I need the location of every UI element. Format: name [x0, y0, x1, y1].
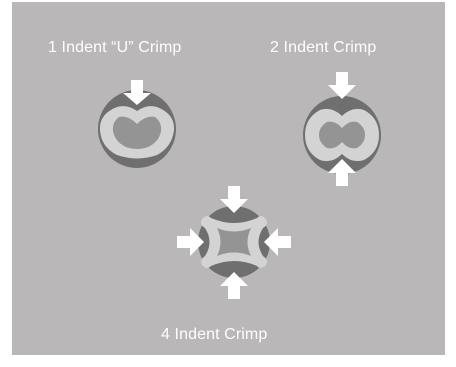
- one-indent-u-crimp-label: 1 Indent “U” Crimp: [48, 39, 182, 56]
- four-indent-crimp-figure: [177, 186, 291, 299]
- four-indent-crimp-label: 4 Indent Crimp: [161, 326, 268, 343]
- u-crimp-inner-core: [112, 116, 162, 149]
- crimp-diagram-panel: 1 Indent “U” Crimp 2 Indent Crimp 4 Inde…: [12, 2, 445, 355]
- arrow-icon: [264, 228, 291, 256]
- arrow-icon: [328, 72, 356, 99]
- arrow-icon: [220, 186, 248, 213]
- crimp-illustrations: [98, 72, 381, 299]
- arrow-icon: [328, 159, 356, 186]
- four-indent-inner-core: [217, 228, 251, 256]
- two-indent-inner-core: [319, 121, 365, 149]
- one-indent-u-crimp-figure: [98, 80, 176, 168]
- two-indent-crimp-figure: [303, 72, 381, 186]
- two-indent-crimp-label: 2 Indent Crimp: [270, 39, 377, 56]
- arrow-icon: [220, 272, 248, 299]
- arrow-icon: [177, 228, 204, 256]
- arrow-icon: [123, 80, 151, 105]
